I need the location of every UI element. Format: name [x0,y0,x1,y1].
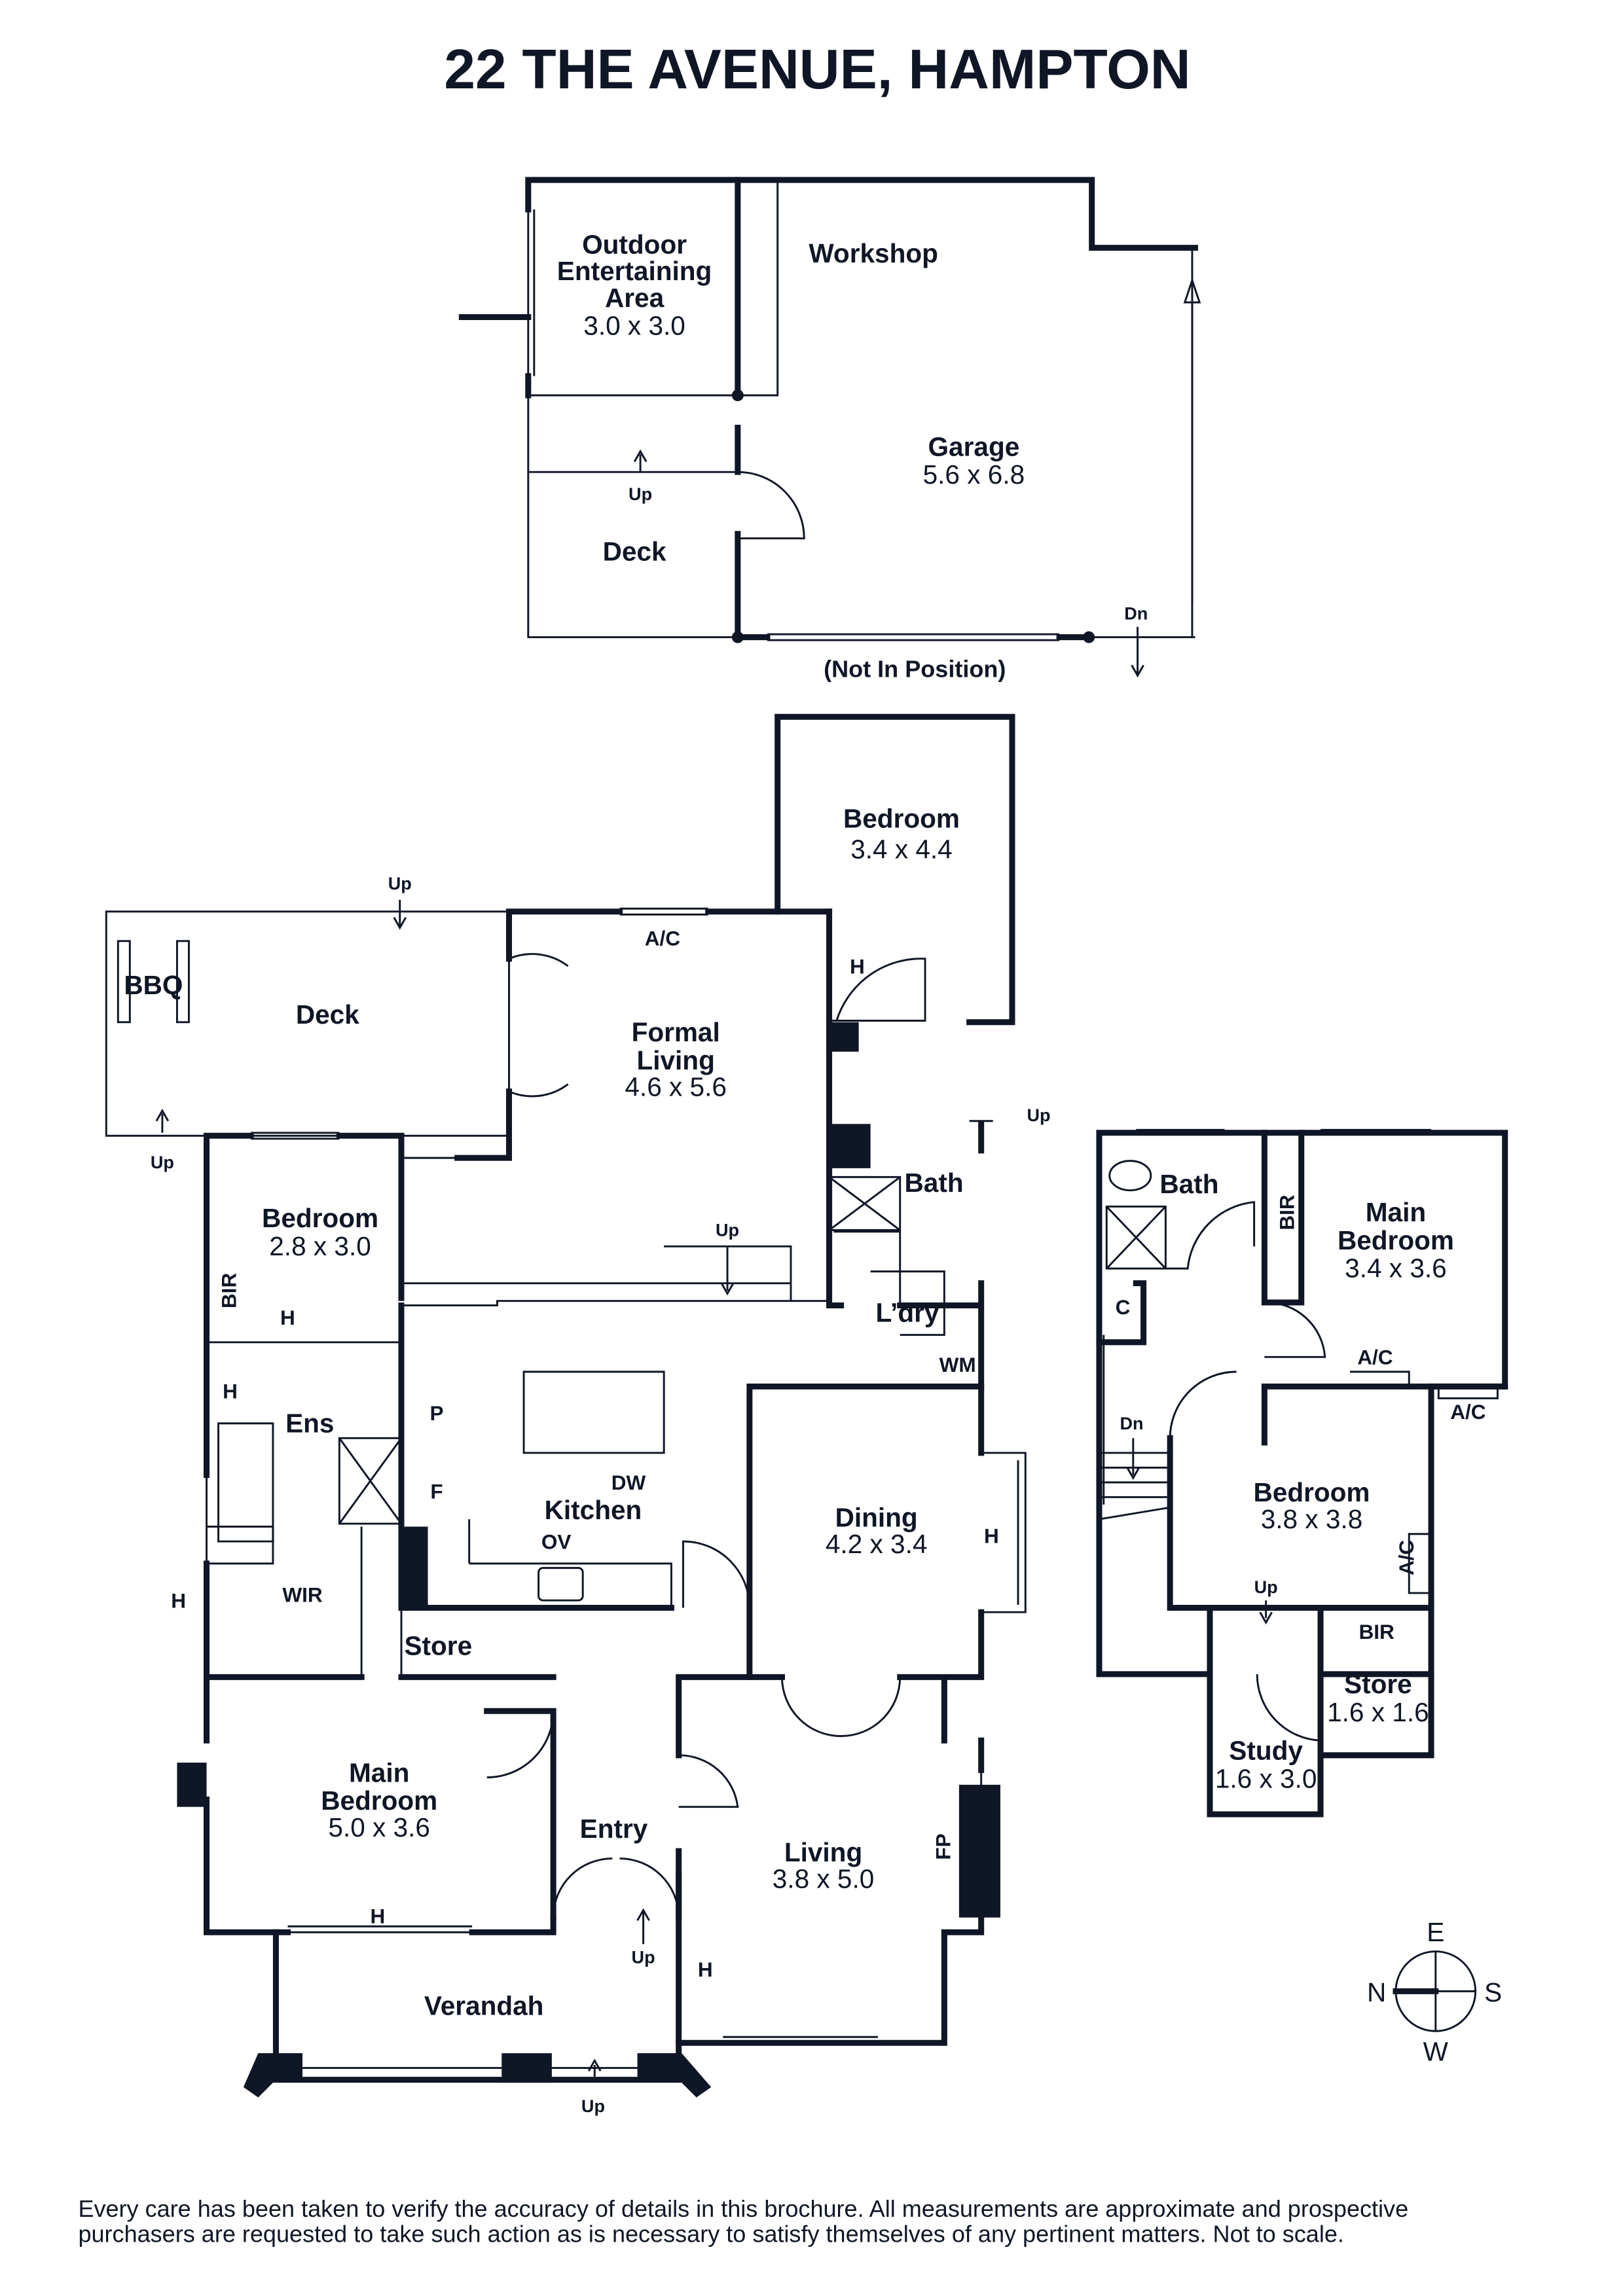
room-label: Dining [835,1503,918,1533]
room-label: Main [349,1757,409,1787]
page-title: 22 THE AVENUE, HAMPTON [444,38,1190,101]
room-label: Outdoor [582,230,687,260]
room-dimensions: 1.6 x 3.0 [1215,1763,1317,1793]
stair-label: Up [1254,1577,1278,1597]
stair-label: Up [716,1221,739,1240]
room-label: Living [636,1045,714,1075]
room-label: Bedroom [843,803,960,833]
room-label: Deck [603,536,666,566]
oven-label: OV [541,1530,572,1553]
bir-label: BIR [1275,1194,1298,1230]
wm-label: WM [939,1353,976,1376]
room-dimensions: 2.8 x 3.0 [269,1231,371,1261]
compass-s: S [1484,1977,1502,2007]
disclaimer-line-1: Every care has been taken to verify the … [78,2195,1408,2222]
room-dimensions: 4.6 x 5.6 [625,1071,727,1102]
stair-label: Up [632,1948,655,1967]
fridge-label: F [430,1480,443,1503]
room-label: Living [784,1837,862,1867]
room-label: Workshop [809,238,938,268]
room-label: Deck [296,999,359,1030]
room-label: Bedroom [262,1203,378,1233]
ac-label: A/C [1395,1540,1418,1575]
heater-label: H [984,1524,999,1547]
wir-label: WIR [282,1583,323,1606]
room-label: Bath [1159,1169,1218,1199]
room-label: Bedroom [1338,1225,1454,1255]
room-label: Verandah [424,1990,544,2020]
stair-label: Up [388,874,412,893]
room-dimensions: 3.8 x 3.8 [1261,1504,1363,1534]
room-label: Ens [285,1408,334,1438]
compass-w: W [1423,2036,1449,2066]
bbq-label: BBQ [124,970,183,1000]
room-dimensions: 4.2 x 3.4 [826,1529,928,1559]
dw-label: DW [611,1471,646,1494]
compass-n: N [1367,1977,1386,2007]
room-dimensions: 3.0 x 3.0 [583,311,685,341]
ground-floor-plan: Bedroom 3.4 x 4.4 Up Up BBQ Deck A/C For… [105,713,1051,2116]
heater-label: H [171,1588,186,1612]
room-label: Bedroom [321,1785,437,1816]
room-label: Entry [580,1814,648,1844]
heater-label: H [850,954,865,978]
heater-label: H [698,1958,713,1981]
room-dimensions: 5.0 x 3.6 [328,1812,430,1842]
ac-label: A/C [1450,1400,1486,1424]
room-dimensions: 5.6 x 6.8 [923,459,1025,490]
bir-label: BIR [217,1273,241,1309]
stair-label: Dn [1124,604,1148,624]
ac-label: A/C [1357,1346,1393,1369]
fireplace-label: FP [931,1833,955,1859]
room-label: Bedroom [1253,1477,1370,1507]
room-label: Main [1366,1197,1426,1227]
cupboard-label: C [1116,1295,1131,1319]
room-label: Store [1344,1669,1412,1699]
room-label: L’dry [876,1297,939,1327]
room-label: Study [1229,1736,1303,1766]
room-label: Formal [632,1017,720,1047]
compass-e: E [1427,1917,1444,1947]
room-dimensions: 3.4 x 3.6 [1345,1253,1447,1283]
room-label: Area [605,283,665,313]
room-dimensions: 1.6 x 1.6 [1327,1697,1429,1727]
bir-label: BIR [1359,1620,1395,1643]
heater-label: H [280,1306,295,1329]
room-label: Entertaining [557,256,712,286]
room-dimensions: 3.4 x 4.4 [850,834,953,865]
room-label: Kitchen [545,1495,642,1525]
room-label: Store [405,1631,473,1661]
pantry-label: P [430,1401,444,1425]
outbuilding-plan: Outdoor Entertaining Area 3.0 x 3.0 Work… [458,177,1201,682]
heater-label: H [371,1905,386,1928]
stair-label: Dn [1120,1414,1144,1433]
stair-label: Up [581,2096,605,2116]
room-label: Bath [904,1168,963,1198]
room-label: Garage [928,431,1020,461]
ac-label: A/C [645,927,680,950]
upper-floor-plan: Bath BIR Main Bedroom 3.4 x 3.6 C A/C A/… [1096,1128,1508,1818]
compass-icon: E N S W [1367,1917,1502,2067]
note-label: (Not In Position) [824,655,1006,682]
stair-label: Up [629,484,652,504]
stair-label: Up [1027,1105,1051,1125]
disclaimer-line-2: purchasers are requested to take such ac… [78,2221,1343,2248]
heater-label: H [223,1379,238,1403]
stair-label: Up [151,1153,174,1172]
room-dimensions: 3.8 x 5.0 [773,1864,875,1894]
